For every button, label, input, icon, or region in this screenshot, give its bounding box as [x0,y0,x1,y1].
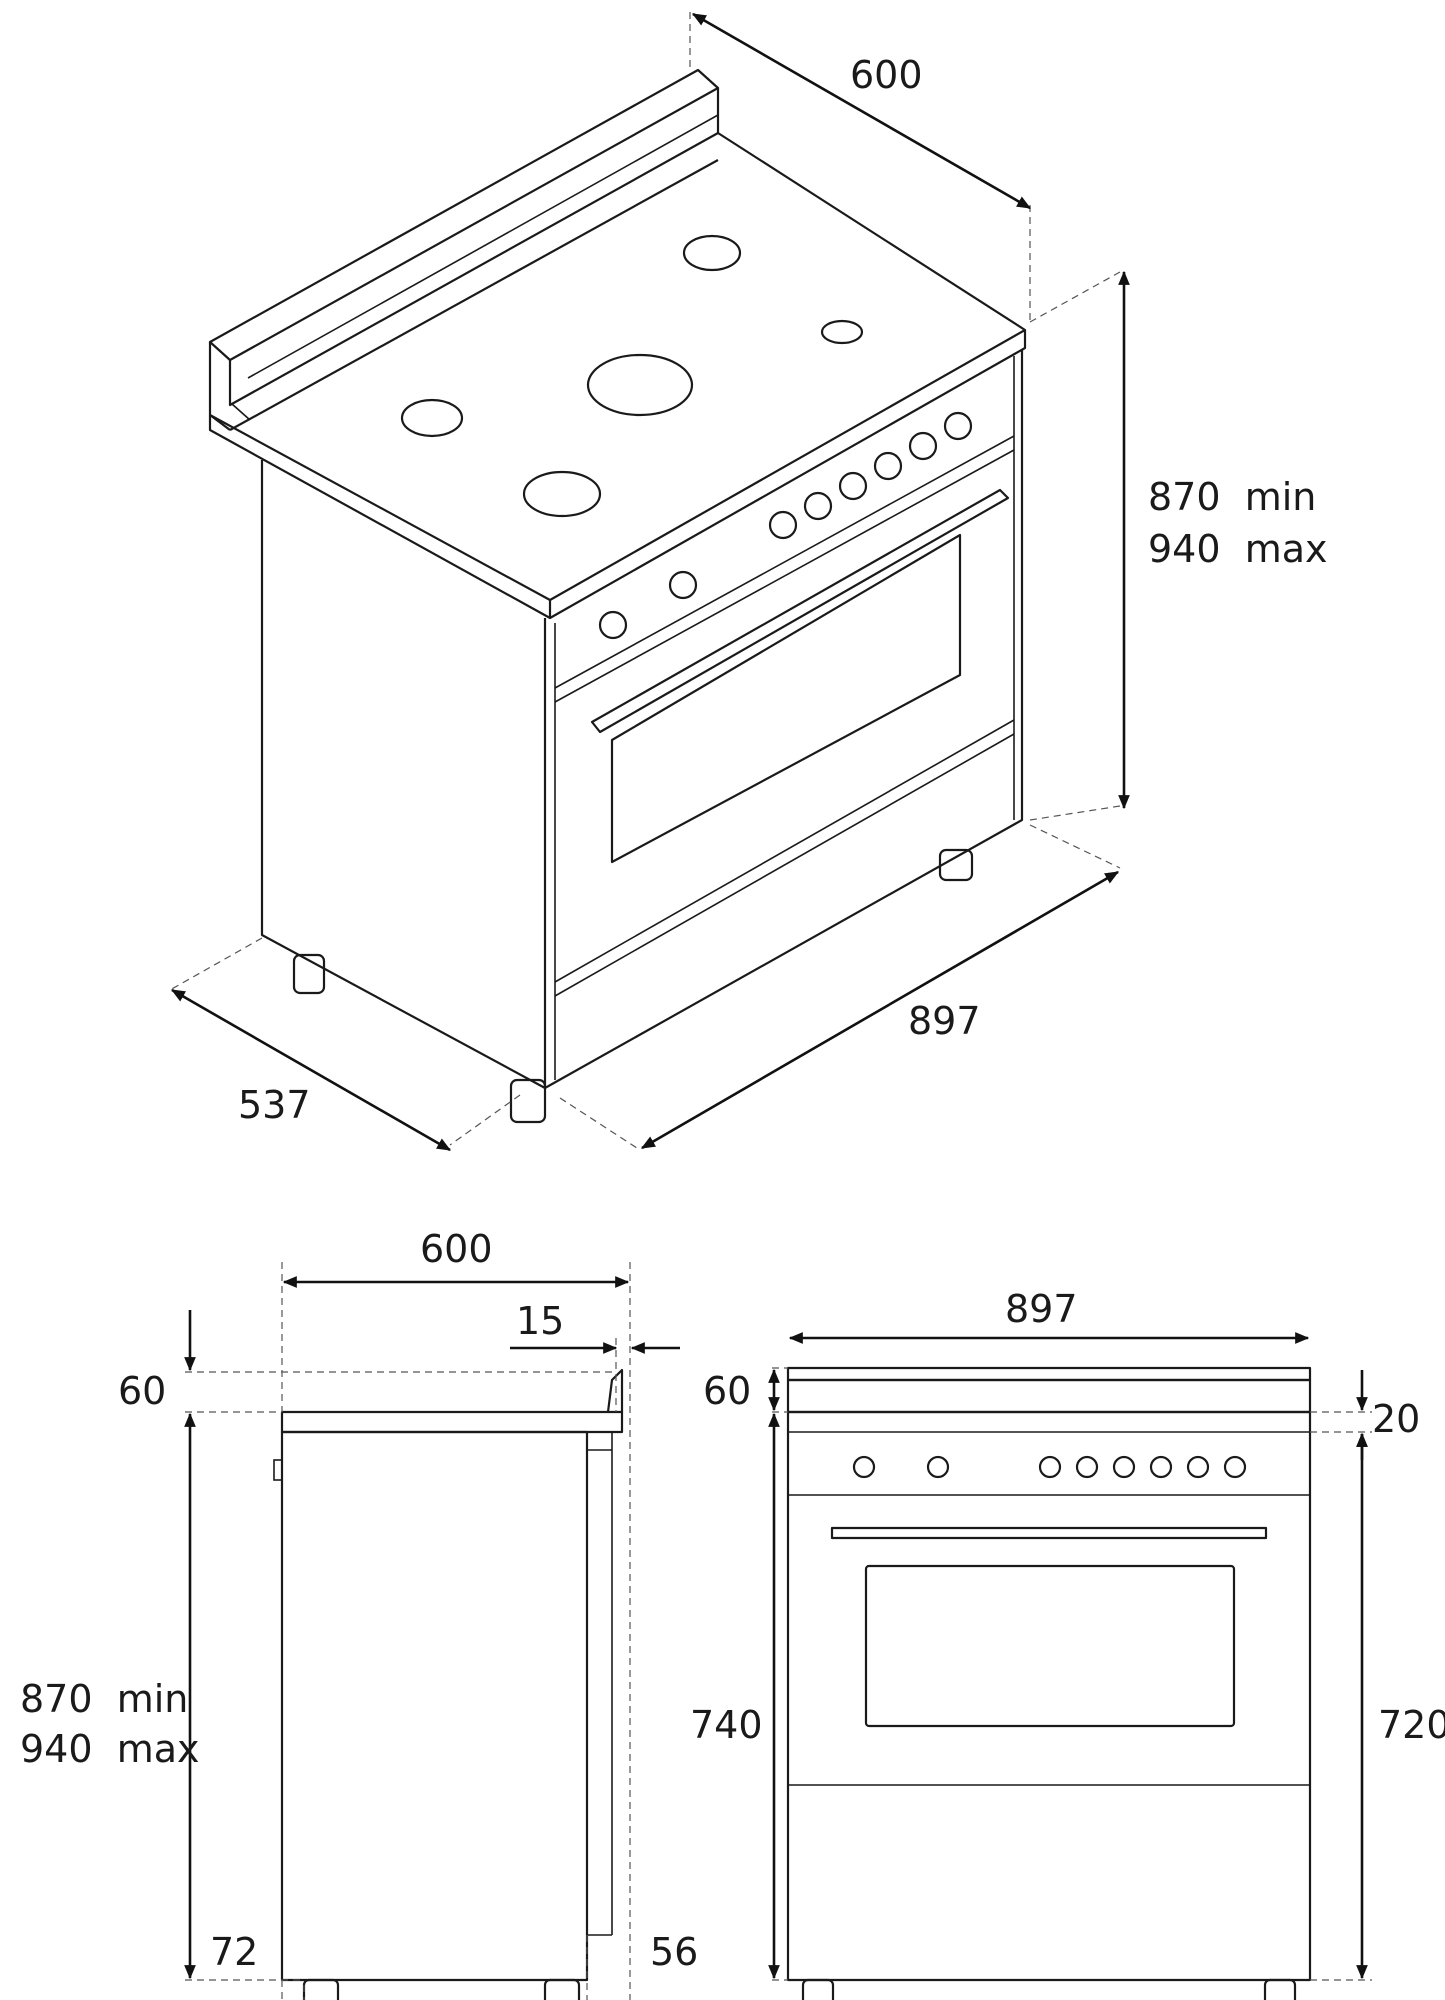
knob-icon [873,451,903,481]
front-knobs [852,1455,1247,1479]
feet [292,848,974,1124]
knob-icon [668,570,698,600]
side-foot-front-label: 72 [210,1930,258,1974]
front-oven-handle [830,1526,1268,1540]
burners [400,234,864,518]
front-body-height-right-label: 720 [1378,1703,1445,1747]
front-outline [786,1366,1312,2000]
side-foot-back-label: 56 [650,1930,698,1974]
burner-left [400,398,464,438]
side-height-max-label: 940 max [20,1727,199,1771]
knob-icon [1223,1455,1247,1479]
side-width-label: 600 [420,1227,493,1271]
side-back-offset-label: 15 [516,1299,564,1343]
front-view: 897 60 20 740 720 [690,1287,1445,2000]
cooktop [208,132,1027,620]
side-view: 600 15 60 870 min 940 max 72 56 [20,1227,698,2000]
knob-icon [598,610,628,640]
side-dimensions [184,1262,680,2000]
oven-door [590,488,1010,864]
iso-dimension-labels: 600 870 min 940 max 897 537 [238,53,1327,1127]
knob-icon [908,431,938,461]
backguard [208,68,720,431]
isometric-view: 600 870 min 940 max 897 537 [169,12,1327,1152]
knob-icon [1112,1455,1136,1479]
control-knobs [598,411,973,640]
knob-icon [926,1455,950,1479]
knob-icon [838,471,868,501]
iso-depth-left-label: 537 [238,1083,311,1127]
knob-icon [768,510,798,540]
knob-icon [943,411,973,441]
knob-icon [803,491,833,521]
burner-back-right [682,234,742,272]
knob-icon [1038,1455,1062,1479]
iso-depth-right-label: 897 [908,999,981,1043]
knob-icon [1186,1455,1210,1479]
burner-small [820,319,864,345]
front-width-label: 897 [1005,1287,1078,1331]
knob-icon [1075,1455,1099,1479]
iso-height-max-label: 940 max [1148,527,1327,571]
knob-icon [852,1455,876,1479]
iso-height-min-label: 870 min [1148,475,1316,519]
front-oven-window [864,1564,1236,1728]
iso-width-label: 600 [850,53,923,97]
front-body-height-left-label: 740 [690,1703,763,1747]
side-height-min-label: 870 min [20,1677,188,1721]
front-top-height-label: 60 [703,1369,751,1413]
side-dimension-labels: 600 15 60 870 min 940 max 72 56 [20,1227,698,1974]
side-outline [273,1368,624,2000]
burner-front [522,470,602,518]
burner-large [586,353,694,417]
front-dimension-labels: 897 60 20 740 720 [690,1287,1445,1747]
front-dimensions [768,1332,1372,1981]
iso-dimensions [169,12,1130,1152]
stove-body [260,350,1024,1090]
oven-handle [590,488,1010,734]
front-lip-height-label: 20 [1372,1397,1420,1441]
knob-icon [1149,1455,1173,1479]
side-backguard-height-label: 60 [118,1369,166,1413]
